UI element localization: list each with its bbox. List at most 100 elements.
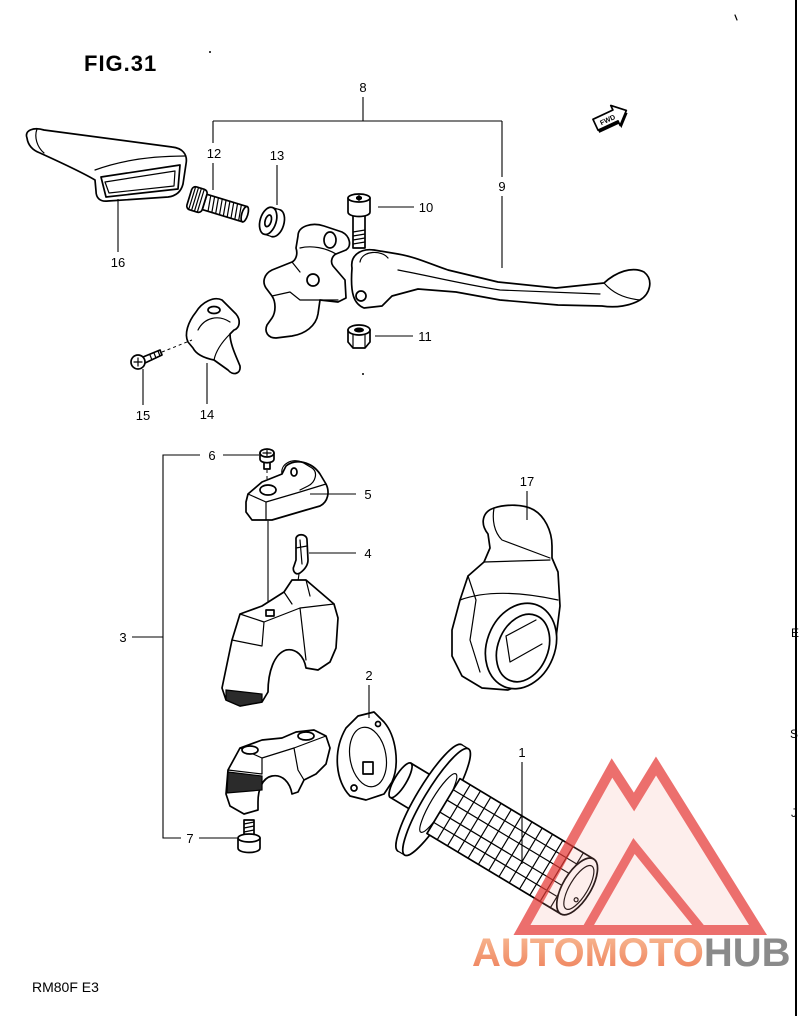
page-right-border: [795, 0, 797, 1016]
part-12: [185, 185, 250, 223]
assembly-line-15-14: [161, 339, 193, 353]
watermark-text: AUTOMOTOHUB: [472, 931, 791, 975]
callout-3: 3: [119, 630, 126, 645]
part-7: [237, 819, 261, 854]
part-15: [130, 349, 163, 370]
part-1-end-cap-ring: [563, 864, 595, 910]
callout-9: 9: [498, 179, 505, 194]
part-2-plate: [336, 711, 397, 801]
part-5-hole: [259, 484, 277, 496]
callout-16: 16: [111, 255, 125, 270]
lever-holder-pivot-hole: [306, 273, 320, 287]
part-10: [347, 193, 371, 249]
watermark-text-part2: HUB: [704, 931, 791, 975]
part-3-upper-body: [221, 579, 339, 707]
part-12-head: [185, 185, 208, 214]
part-3-lower-boss-left: [241, 745, 259, 755]
lever-holder: [263, 223, 351, 339]
edge-fragment: J: [791, 806, 797, 820]
part-11: [347, 324, 371, 349]
callout-13: 13: [270, 148, 284, 163]
part-6: [259, 448, 275, 470]
callout-4: 4: [364, 546, 371, 561]
part-3-upper: [221, 579, 339, 707]
leader-lines: [117, 97, 528, 864]
part-3-lower-shade: [226, 771, 263, 794]
part-13-hole: [263, 214, 273, 228]
part-6-cross: [262, 449, 272, 457]
edge-fragment: S: [790, 727, 798, 741]
part-9-lever: [350, 248, 651, 309]
part-5: [245, 460, 329, 521]
part-14-hole: [207, 305, 221, 315]
part-3-upper-slot: [265, 609, 275, 617]
part-11-edges: [352, 332, 366, 349]
speck: [209, 51, 211, 53]
part-13-rim-edges: [263, 206, 281, 238]
leader-line-8: [213, 97, 502, 122]
forward-arrow-face: [592, 104, 628, 132]
corner-mark: [734, 14, 738, 21]
part-15-shaft: [142, 349, 163, 364]
callout-8: 8: [359, 80, 366, 95]
part-3-lower: [225, 729, 331, 815]
figure-title: FIG.31: [84, 51, 157, 76]
part-9-contours: [359, 251, 641, 301]
part-1-sleeve-end: [388, 762, 413, 799]
part-9-pivot-hole: [355, 290, 367, 302]
part-14-contours: [197, 317, 231, 361]
part-16: [25, 128, 188, 202]
part-3-lower-boss-right: [297, 731, 315, 741]
part-17: [451, 504, 561, 691]
part-2-hole-top: [374, 720, 382, 728]
part-17-contours: [459, 507, 559, 673]
part-16-contours: [35, 128, 186, 194]
part-4-contours: [295, 539, 308, 565]
part-2: [336, 711, 397, 801]
part-10-threads: [352, 229, 366, 245]
lever-holder-contours: [271, 246, 339, 301]
part-1-end-cap-mark: [573, 897, 579, 903]
part-7-threads: [243, 821, 255, 833]
part-5-loop-hole: [290, 467, 298, 477]
callout-5: 5: [364, 487, 371, 502]
model-code: RM80F E3: [32, 979, 99, 995]
watermark-logo: [513, 756, 767, 935]
part-10-head: [347, 197, 371, 218]
part-17-opening-detail: [505, 619, 543, 663]
callout-15: 15: [136, 408, 150, 423]
part-2-ring: [348, 726, 388, 788]
part-3-upper-shade: [225, 689, 263, 707]
part-17-opening: [495, 613, 551, 683]
part-11-hole: [354, 327, 364, 333]
part-3-upper-contours: [231, 579, 335, 661]
edge-fragments: E S J: [790, 626, 799, 820]
callout-2: 2: [365, 668, 372, 683]
part-5-plate: [245, 461, 329, 521]
part-12-tip: [240, 205, 250, 223]
part-2-square-hole: [362, 761, 374, 775]
part-2-hole-bottom: [350, 784, 358, 792]
watermark-text-part1: AUTOMOTO: [472, 931, 704, 975]
part-15-cross: [133, 357, 143, 367]
lever-holder-barrel-hole: [323, 231, 337, 249]
watermark-logo-inner: [582, 838, 706, 933]
part-14-body: [185, 297, 241, 375]
edge-fragment: E: [791, 626, 799, 640]
part-15-threads: [149, 350, 161, 361]
callout-6: 6: [208, 448, 215, 463]
callout-10: 10: [419, 200, 433, 215]
leader-bracket-3: [132, 454, 200, 839]
speck: [362, 373, 364, 375]
part-9: [350, 248, 651, 309]
part-10-socket: [356, 195, 362, 201]
callout-12: 12: [207, 146, 221, 161]
forward-arrow-icon: FWD: [592, 104, 628, 133]
part-7-head-top: [237, 833, 261, 843]
part-5-contours: [247, 460, 327, 521]
part-1-end-cap: [555, 857, 599, 916]
callout-numbers: 8 12 13 10 9 16 11 15 14 6 5 17 4 3 2 1 …: [111, 80, 534, 846]
callout-1: 1: [518, 745, 525, 760]
part-13: [258, 206, 286, 238]
